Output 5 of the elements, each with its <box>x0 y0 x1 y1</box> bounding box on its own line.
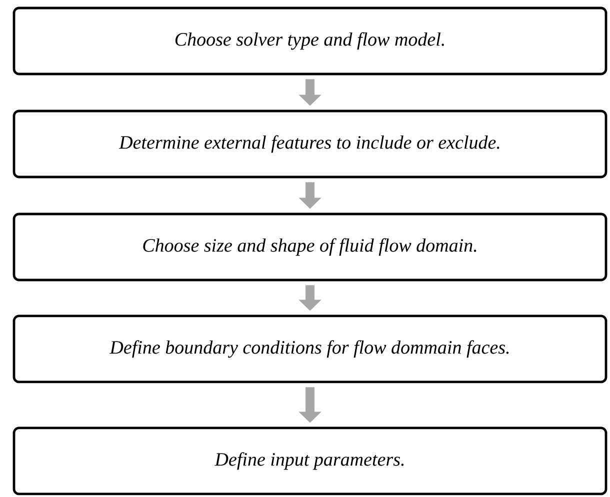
process-box: Define input parameters. <box>12 426 608 496</box>
process-box: Determine external features to include or exclude. <box>12 110 608 178</box>
process-box: Choose size and shape of fluid flow domain. <box>12 212 608 282</box>
process-box: Define boundary conditions for flow dommain faces. <box>12 314 608 384</box>
process-box: Choose solver type and flow model. <box>12 6 608 76</box>
